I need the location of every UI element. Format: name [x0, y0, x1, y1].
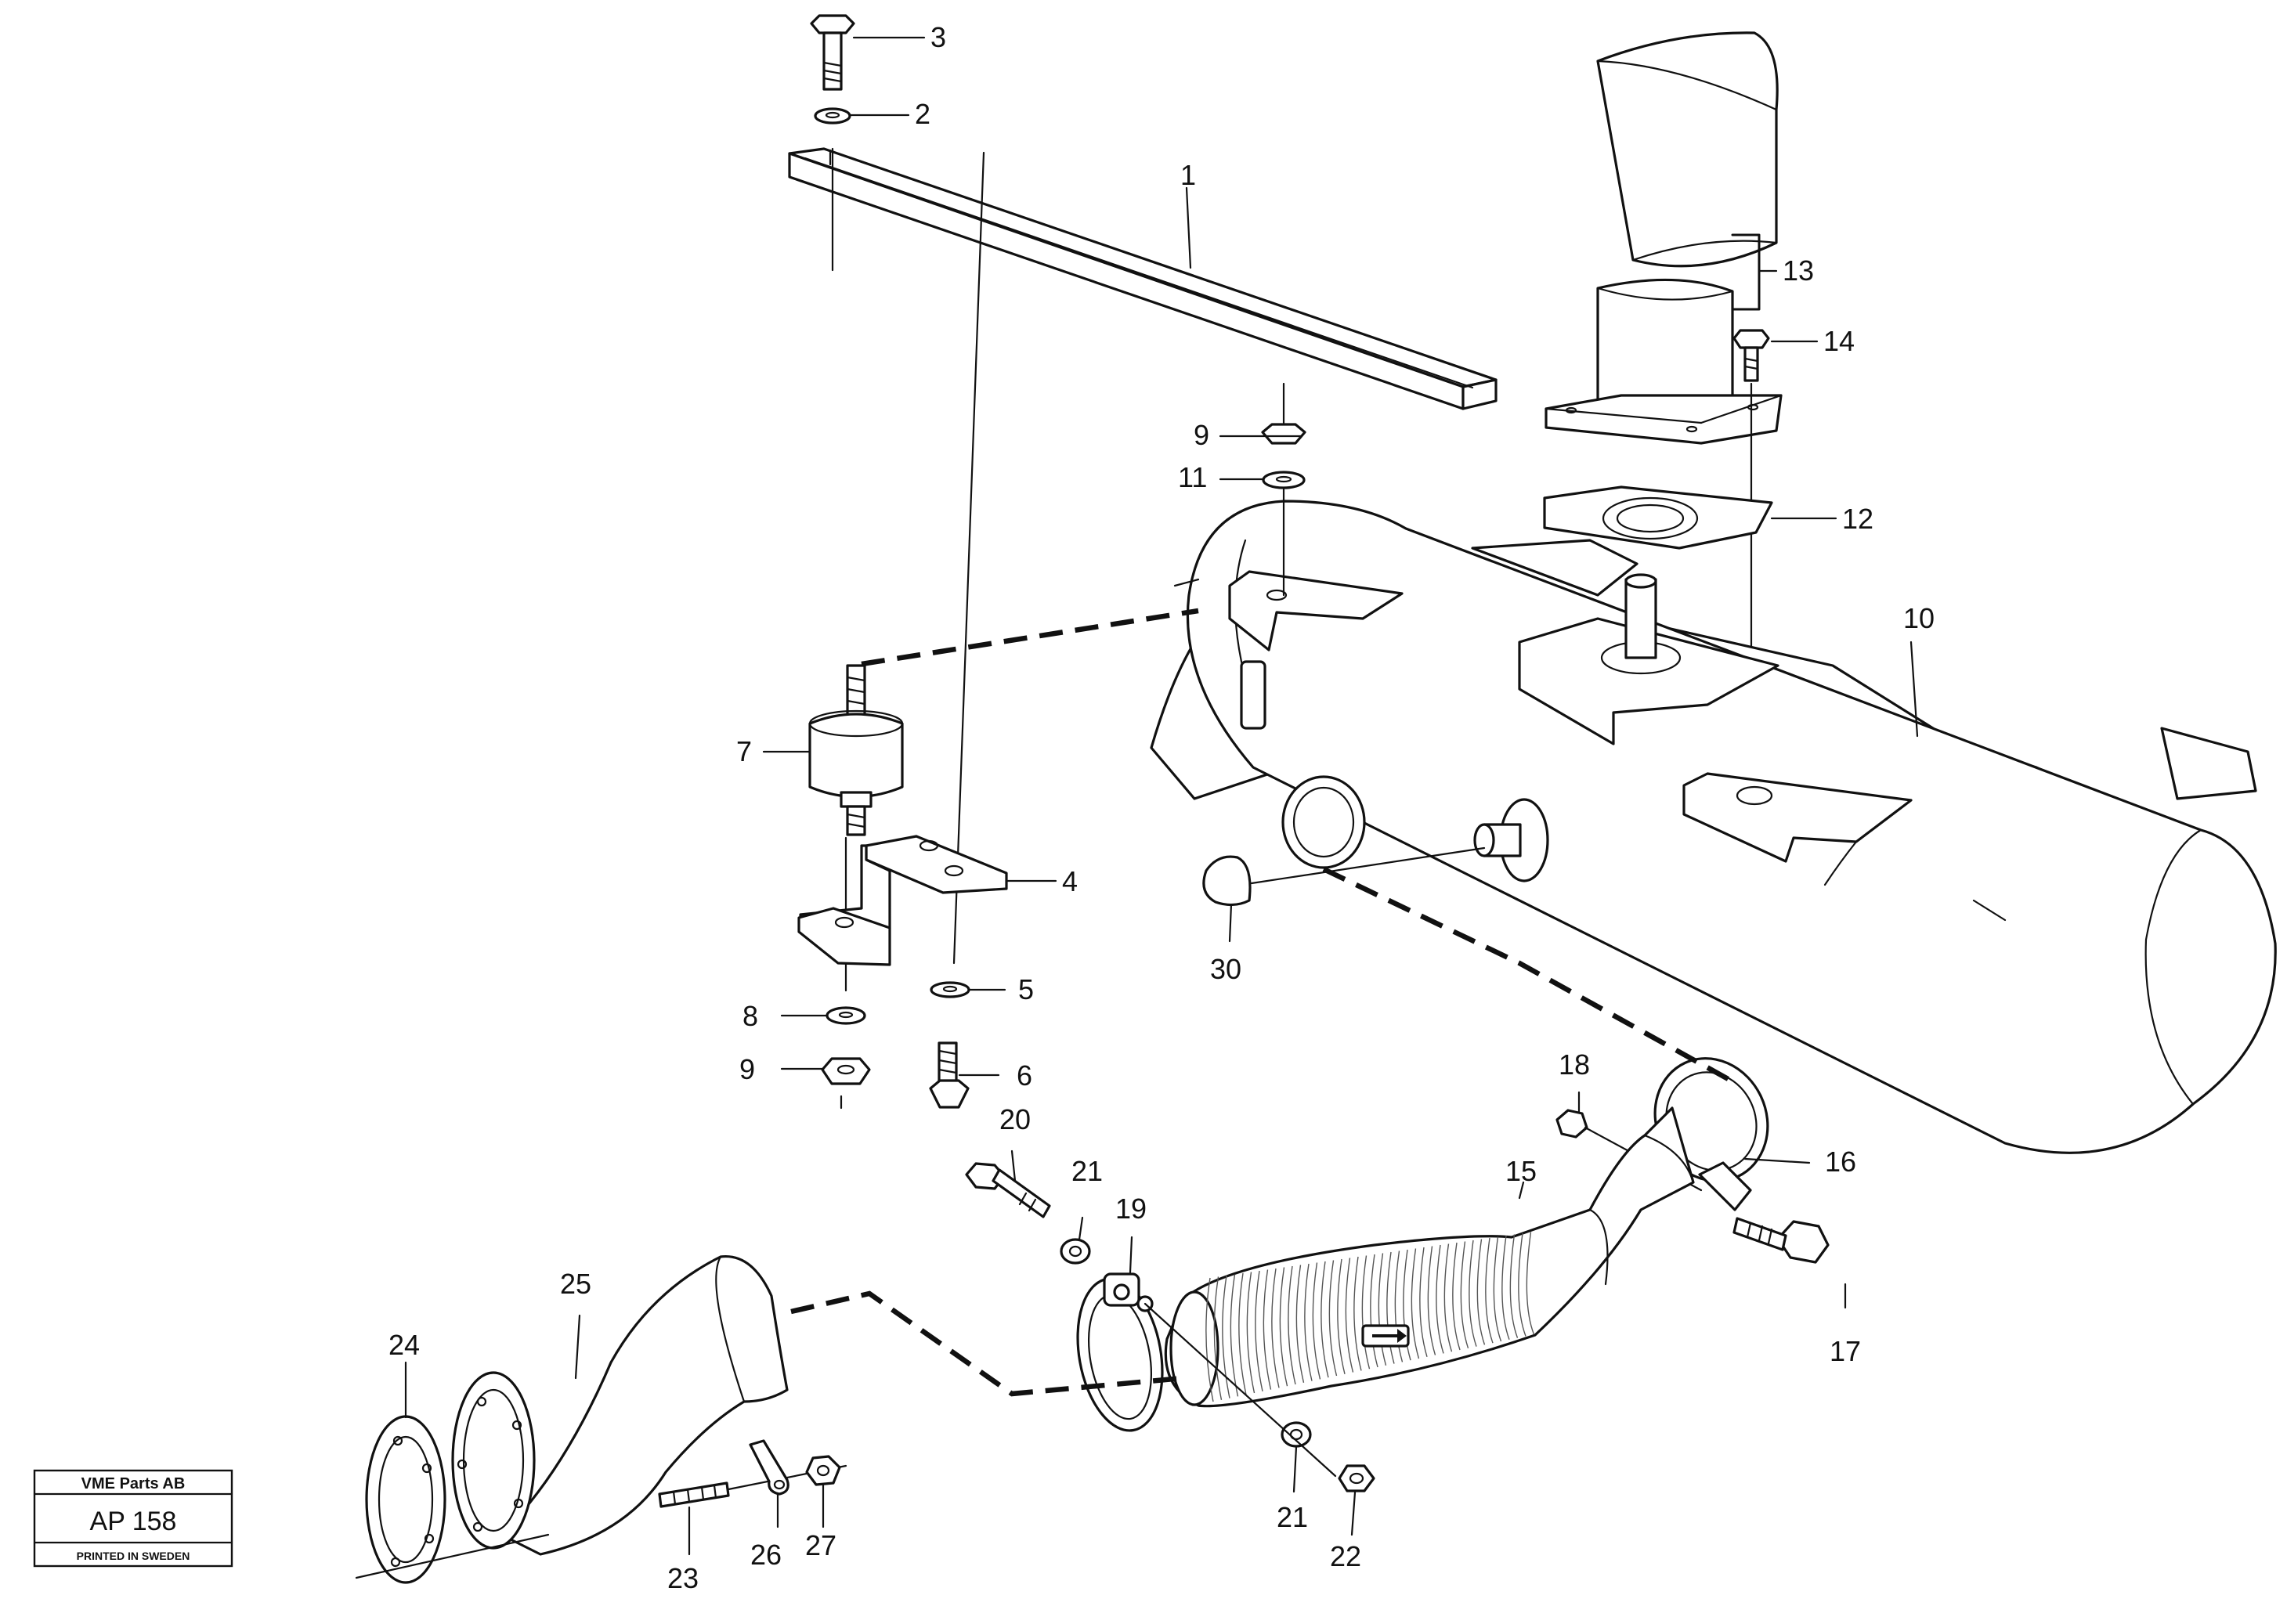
callout-20: 20 — [999, 1103, 1031, 1135]
drawing-code: AP 158 — [90, 1507, 177, 1536]
callout-5: 5 — [1018, 973, 1034, 1005]
silencer — [1150, 500, 2277, 1154]
callout-14: 14 — [1823, 325, 1855, 357]
callout-30: 30 — [1210, 953, 1241, 985]
washer — [930, 981, 970, 998]
callout-25: 25 — [560, 1268, 591, 1300]
printed-note: PRINTED IN SWEDEN — [77, 1550, 190, 1562]
washer-hole — [825, 111, 840, 119]
callout-bracket — [1731, 233, 1761, 311]
callout-11: 11 — [1178, 461, 1207, 493]
bolt — [965, 1162, 1051, 1218]
pipe-clamp — [1076, 1272, 1164, 1432]
nut — [821, 1057, 871, 1085]
leader-axis — [952, 151, 985, 965]
title-block: VME Parts AB AP 158 PRINTED IN SWEDEN — [33, 1469, 233, 1568]
rubber-cap — [1202, 846, 1486, 907]
nut — [1338, 1464, 1375, 1492]
leader-axis — [355, 1533, 550, 1579]
nut-hole — [836, 1064, 855, 1075]
callout-9-lower: 9 — [739, 1053, 755, 1085]
callout-7: 7 — [736, 735, 752, 767]
assembly-dashed-line — [790, 1290, 1183, 1397]
callout-19: 19 — [1115, 1193, 1147, 1225]
leader-axis — [1144, 1302, 1337, 1478]
flexible-pipe — [1164, 1106, 1695, 1408]
callout-6: 6 — [1017, 1059, 1032, 1092]
callout-21-lower: 21 — [1277, 1501, 1308, 1533]
saddle-mount — [1228, 570, 1404, 651]
nut — [805, 1455, 841, 1486]
callout-10: 10 — [1903, 602, 1935, 634]
exhaust-elbow — [1596, 31, 1779, 268]
callout-4: 4 — [1062, 865, 1078, 897]
callout-21-upper: 21 — [1071, 1155, 1103, 1187]
angle-bracket — [797, 835, 1008, 966]
callout-3: 3 — [930, 21, 946, 53]
callout-24: 24 — [388, 1329, 420, 1361]
callout-27: 27 — [805, 1529, 836, 1561]
nut-upper — [1261, 382, 1306, 445]
bolt — [929, 1041, 970, 1109]
bolt — [810, 14, 855, 91]
washer-hole — [942, 985, 958, 993]
callout-13: 13 — [1783, 254, 1814, 287]
callout-12: 12 — [1842, 503, 1873, 535]
callout-18: 18 — [1559, 1048, 1590, 1081]
assembly-dashed-line — [1322, 867, 1732, 1083]
callout-22: 22 — [1330, 1540, 1361, 1572]
callout-numbers: 3 2 1 13 14 9 11 12 10 7 4 30 5 8 9 6 18… — [388, 21, 1935, 1594]
washer — [814, 107, 851, 125]
callout-1: 1 — [1180, 159, 1196, 191]
callout-9-upper: 9 — [1194, 419, 1209, 451]
washer — [1281, 1421, 1312, 1448]
callout-17: 17 — [1830, 1335, 1861, 1367]
callout-26: 26 — [750, 1539, 782, 1571]
saddle-mount — [1682, 772, 1913, 886]
assembly-dashed-line — [861, 608, 1199, 667]
channel-bracket — [788, 147, 1498, 410]
washer — [826, 1006, 866, 1025]
exhaust-pipe-stub — [1545, 278, 1783, 445]
gasket — [1543, 485, 1773, 550]
callout-15: 15 — [1505, 1155, 1537, 1187]
bolt — [1732, 1217, 1830, 1264]
washer — [1060, 1238, 1091, 1265]
callout-23: 23 — [667, 1562, 699, 1594]
washer-hole — [838, 1011, 854, 1019]
callout-2: 2 — [915, 98, 930, 130]
company-name: VME Parts AB — [81, 1475, 186, 1492]
rubber-mount — [808, 664, 904, 836]
callout-8: 8 — [742, 1000, 758, 1032]
washer-upper — [1262, 471, 1306, 489]
flange-bolt — [1732, 329, 1770, 667]
outlet-elbow — [451, 1255, 789, 1556]
callout-16: 16 — [1825, 1146, 1856, 1178]
tab-washer — [749, 1439, 789, 1496]
leader-lines — [404, 36, 1919, 1556]
gasket-ring — [365, 1415, 446, 1584]
